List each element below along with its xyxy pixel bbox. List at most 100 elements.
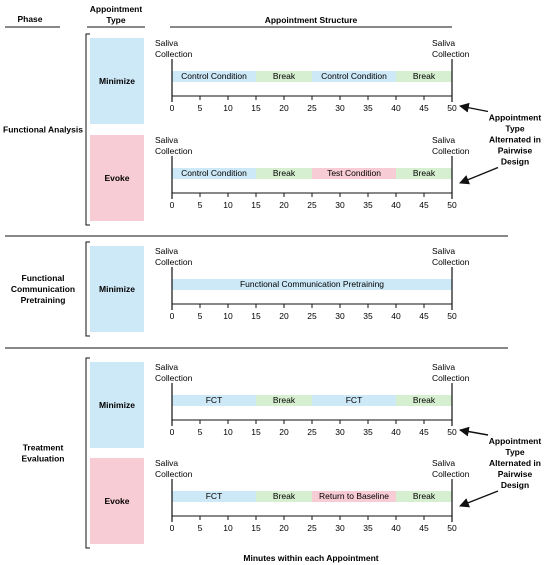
segment-label: Break	[273, 71, 296, 81]
segment-bar	[256, 168, 312, 179]
segment-bar	[172, 168, 256, 179]
phase-bracket	[85, 357, 90, 549]
axis-tick-label: 50	[447, 200, 457, 210]
saliva-collection-label: Collection	[432, 257, 470, 267]
axis-tick-label: 0	[170, 523, 175, 533]
axis-tick-label: 15	[251, 311, 261, 321]
axis-tick-label: 15	[251, 523, 261, 533]
axis-tick-label: 15	[251, 200, 261, 210]
axis-tick-label: 20	[279, 311, 289, 321]
saliva-collection-label: Collection	[432, 146, 470, 156]
header-appointment-structure: Appointment Structure	[265, 15, 358, 25]
axis-tick-label: 40	[391, 103, 401, 113]
appointment-type-label: Minimize	[99, 76, 135, 86]
segment-label: Break	[273, 491, 296, 501]
saliva-collection-label: Saliva	[155, 458, 178, 468]
saliva-collection-label: Collection	[155, 49, 193, 59]
phase-label: Communication	[11, 284, 75, 294]
axis-tick-label: 25	[307, 311, 317, 321]
appointment-type-label: Evoke	[104, 496, 129, 506]
axis-tick-label: 45	[419, 427, 429, 437]
phase-label: Functional Analysis	[3, 125, 83, 135]
saliva-collection-label: Saliva	[155, 246, 178, 256]
axis-tick-label: 50	[447, 103, 457, 113]
axis-tick-label: 45	[419, 523, 429, 533]
saliva-collection-label: Saliva	[432, 38, 455, 48]
arrow-icon	[459, 426, 489, 437]
arrow-icon	[459, 490, 499, 508]
saliva-collection-label: Collection	[155, 257, 193, 267]
axis-tick-label: 35	[363, 103, 373, 113]
appointment-type-label: Evoke	[104, 173, 129, 183]
axis-tick-label: 0	[170, 103, 175, 113]
segment-label: Break	[273, 168, 296, 178]
header-phase: Phase	[17, 14, 42, 24]
segment-label: Break	[413, 71, 436, 81]
axis-tick-label: 0	[170, 311, 175, 321]
phase-label: Pretraining	[21, 295, 66, 305]
axis-tick-label: 20	[279, 103, 289, 113]
axis-tick-label: 35	[363, 200, 373, 210]
axis-tick-label: 5	[198, 311, 203, 321]
axis-tick-label: 10	[223, 200, 233, 210]
segment-bar	[256, 71, 312, 82]
axis-tick-label: 15	[251, 103, 261, 113]
phase-label: Functional	[22, 273, 65, 283]
axis-tick-label: 50	[447, 523, 457, 533]
axis-tick-label: 20	[279, 427, 289, 437]
phase-bracket	[85, 33, 90, 226]
axis-tick-label: 30	[335, 103, 345, 113]
alternation-annotation: Type	[505, 124, 524, 134]
segment-bar	[172, 395, 256, 406]
header-appointment-type-line2: Type	[106, 15, 125, 25]
appointment-type-box	[90, 38, 144, 124]
axis-tick-label: 45	[419, 311, 429, 321]
segment-label: Control Condition	[181, 168, 247, 178]
segment-label: Functional Communication Pretraining	[240, 279, 384, 289]
saliva-collection-label: Saliva	[155, 135, 178, 145]
axis-tick-label: 50	[447, 311, 457, 321]
saliva-collection-label: Saliva	[155, 38, 178, 48]
segment-bar	[396, 168, 452, 179]
segment-label: Control Condition	[321, 71, 387, 81]
segment-label: Break	[413, 491, 436, 501]
segment-label: Control Condition	[181, 71, 247, 81]
axis-tick-label: 5	[198, 103, 203, 113]
axis-tick-label: 0	[170, 200, 175, 210]
segment-bar	[256, 491, 312, 502]
axis-tick-label: 40	[391, 523, 401, 533]
axis-tick-label: 10	[223, 523, 233, 533]
alternation-annotation: Pairwise	[498, 146, 533, 156]
segment-bar	[312, 395, 396, 406]
axis-tick-label: 25	[307, 103, 317, 113]
axis-tick-label: 35	[363, 523, 373, 533]
segment-label: Return to Baseline	[319, 491, 389, 501]
alternation-annotation: Type	[505, 447, 524, 457]
saliva-collection-label: Saliva	[432, 246, 455, 256]
appointment-type-label: Minimize	[99, 400, 135, 410]
segment-label: Break	[413, 168, 436, 178]
axis-tick-label: 50	[447, 427, 457, 437]
segment-bar	[312, 71, 396, 82]
axis-tick-label: 40	[391, 200, 401, 210]
axis-tick-label: 35	[363, 311, 373, 321]
axis-tick-label: 25	[307, 427, 317, 437]
axis-tick-label: 10	[223, 103, 233, 113]
segment-bar	[396, 395, 452, 406]
axis-tick-label: 45	[419, 200, 429, 210]
appointment-type-box	[90, 362, 144, 448]
alternation-annotation: Appointment	[489, 113, 542, 123]
saliva-collection-label: Collection	[432, 469, 470, 479]
appointment-type-box	[90, 135, 144, 221]
saliva-collection-label: Collection	[155, 469, 193, 479]
appointment-type-label: Minimize	[99, 284, 135, 294]
saliva-collection-label: Saliva	[432, 362, 455, 372]
segment-bar	[312, 491, 396, 502]
arrow-icon	[459, 102, 489, 113]
segment-bar	[396, 71, 452, 82]
axis-tick-label: 20	[279, 200, 289, 210]
axis-tick-label: 45	[419, 103, 429, 113]
axis-tick-label: 5	[198, 427, 203, 437]
arrow-icon	[459, 166, 499, 185]
segment-label: Break	[273, 395, 296, 405]
